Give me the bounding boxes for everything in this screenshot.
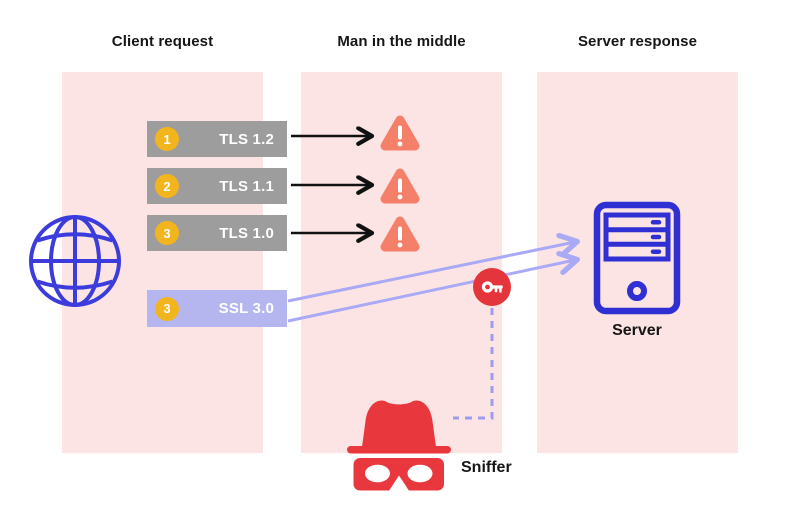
globe-icon: [29, 215, 121, 307]
step-badge: 3: [155, 221, 179, 245]
sniffer-label: Sniffer: [461, 459, 512, 476]
protocol-bar-tls11: 2 TLS 1.1: [147, 168, 287, 204]
protocol-bar-tls10: 3 TLS 1.0: [147, 215, 287, 251]
step-badge: 1: [155, 127, 179, 151]
spy-sniffer-icon: [347, 400, 451, 492]
protocol-label: TLS 1.0: [219, 224, 274, 242]
server-icon: [593, 201, 681, 315]
step-badge: 2: [155, 174, 179, 198]
protocol-bar-tls12: 1 TLS 1.2: [147, 121, 287, 157]
column-header-client-request: Client request: [111, 33, 214, 50]
protocol-label: TLS 1.2: [219, 130, 274, 148]
protocol-bar-ssl30: 3 SSL 3.0: [147, 290, 287, 327]
warning-triangle-icon: [380, 216, 420, 252]
column-header-man-in-the-middle: Man in the middle: [337, 33, 466, 50]
warning-triangle-icon: [380, 115, 420, 151]
protocol-label: SSL 3.0: [218, 300, 274, 317]
protocol-label: TLS 1.1: [219, 177, 274, 195]
server-label: Server: [612, 322, 662, 339]
key-icon: [473, 268, 511, 306]
step-badge: 3: [155, 296, 179, 321]
column-header-server-response: Server response: [577, 33, 698, 50]
warning-triangle-icon: [380, 168, 420, 204]
